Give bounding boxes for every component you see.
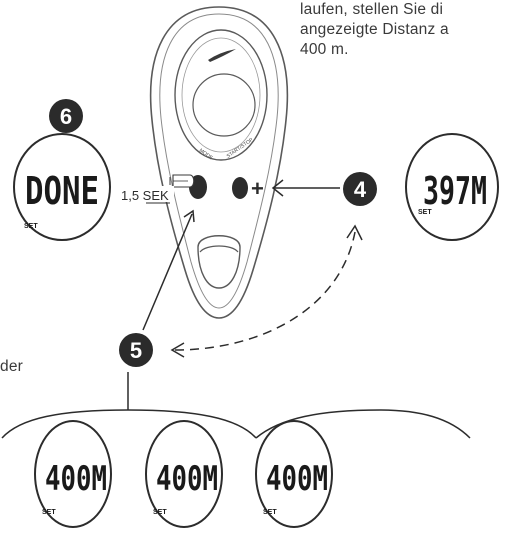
instruction-line-3: 400 m. [300, 41, 349, 58]
device-face-outer [174, 29, 268, 161]
arrow-step5-to-mode-button [142, 209, 195, 331]
instruction-line-1: laufen, stellen Sie di [300, 1, 444, 18]
start-stop-button[interactable] [232, 177, 248, 199]
display-done-value: DONE [25, 169, 99, 213]
remote-device: MODE START/STOP + [149, 6, 289, 319]
finger-press-icon [169, 174, 195, 188]
device-lower-cutout [197, 235, 241, 289]
display-cycle-3-value: 400M [266, 459, 328, 499]
device-face-inner [181, 37, 261, 153]
step-number-6: 6 [60, 104, 72, 129]
display-cycle-1: 400M SET [34, 420, 112, 528]
arrow-step4-to-plus [271, 179, 340, 197]
display-done-set: SET [24, 223, 38, 230]
swoosh-logo [208, 49, 236, 62]
display-cycle-2: 400M SET [145, 420, 223, 528]
display-distance-set: SET [418, 209, 432, 216]
hold-duration-label: 1,5 SEK [121, 188, 169, 203]
step-badge-6: 6 [49, 99, 83, 133]
step-badge-4: 4 [343, 172, 377, 206]
display-distance: 397M SET [405, 133, 499, 241]
display-cycle-3-set: SET [263, 509, 277, 516]
display-cycle-2-value: 400M [156, 459, 218, 499]
instruction-line-2: angezeigte Distanz a [300, 21, 449, 38]
display-cycle-3: 400M SET [255, 420, 333, 528]
display-cycle-1-value: 400M [45, 459, 107, 499]
device-lower-cutout-rim [199, 245, 239, 253]
step-badge-5: 5 [119, 333, 153, 367]
plus-sign: + [251, 176, 264, 201]
device-inner-shell [159, 13, 279, 309]
display-distance-value: 397M [423, 169, 487, 213]
step-number-5: 5 [130, 338, 142, 363]
display-done: DONE SET [13, 133, 111, 241]
display-cycle-2-set: SET [153, 509, 167, 516]
instruction-fragment: der [0, 358, 24, 375]
device-center-ring [192, 73, 256, 137]
dashed-arrow-loop [170, 224, 363, 358]
hold-duration-box [120, 186, 174, 202]
step-number-4: 4 [354, 177, 367, 202]
display-cycle-1-set: SET [42, 509, 56, 516]
